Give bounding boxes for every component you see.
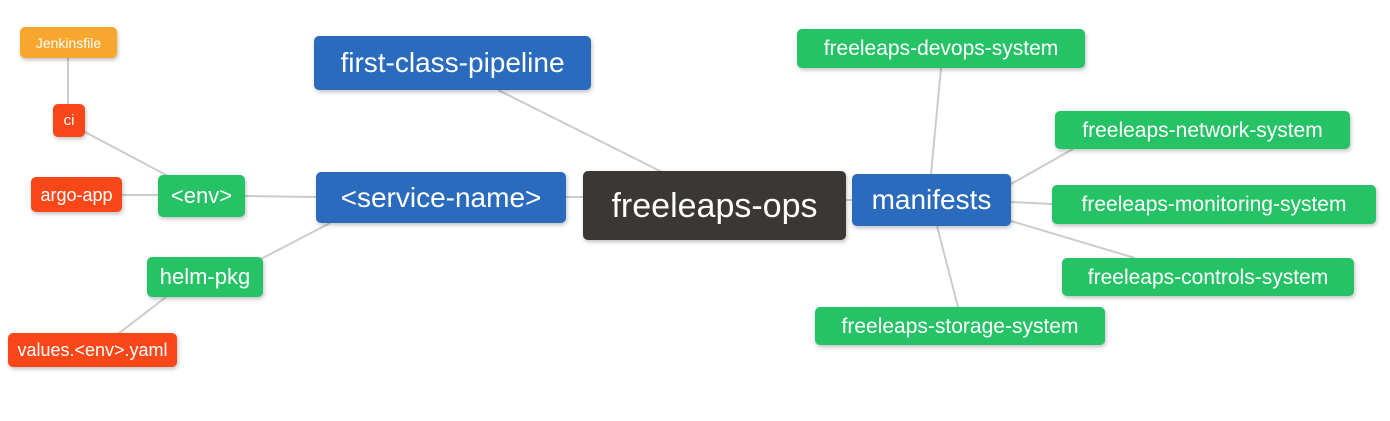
node-freeleaps-monitoring-system[interactable]: freeleaps-monitoring-system — [1052, 185, 1376, 224]
edge-manifests-network — [1010, 148, 1074, 185]
edge-helm-pkg-values — [117, 296, 167, 335]
node-first-class-pipeline[interactable]: first-class-pipeline — [314, 36, 591, 90]
node-values-env-yaml[interactable]: values.<env>.yaml — [8, 333, 177, 367]
edge-manifests-controls — [1010, 220, 1136, 259]
node-manifests[interactable]: manifests — [852, 174, 1011, 226]
node-freeleaps-devops-system[interactable]: freeleaps-devops-system — [797, 29, 1085, 68]
edge-manifests-devops — [930, 67, 942, 175]
edge-ci-env — [84, 131, 169, 177]
node-jenkinsfile[interactable]: Jenkinsfile — [20, 27, 117, 58]
node-freeleaps-network-system[interactable]: freeleaps-network-system — [1055, 111, 1350, 149]
node-helm-pkg[interactable]: helm-pkg — [147, 257, 263, 297]
node-service-name[interactable]: <service-name> — [316, 172, 566, 223]
node-argo-app[interactable]: argo-app — [31, 177, 122, 212]
edge-manifests-storage — [936, 225, 959, 308]
edge-fcp-root — [497, 89, 663, 173]
node-ci[interactable]: ci — [53, 104, 85, 137]
edge-env-service-name — [244, 195, 317, 198]
node-env[interactable]: <env> — [158, 175, 245, 217]
node-freeleaps-controls-system[interactable]: freeleaps-controls-system — [1062, 258, 1354, 296]
edge-manifests-monitoring — [1010, 201, 1053, 205]
node-freeleaps-storage-system[interactable]: freeleaps-storage-system — [815, 307, 1105, 345]
node-freeleaps-ops-root[interactable]: freeleaps-ops — [583, 171, 846, 240]
edge-helm-pkg-service-name — [260, 222, 331, 260]
